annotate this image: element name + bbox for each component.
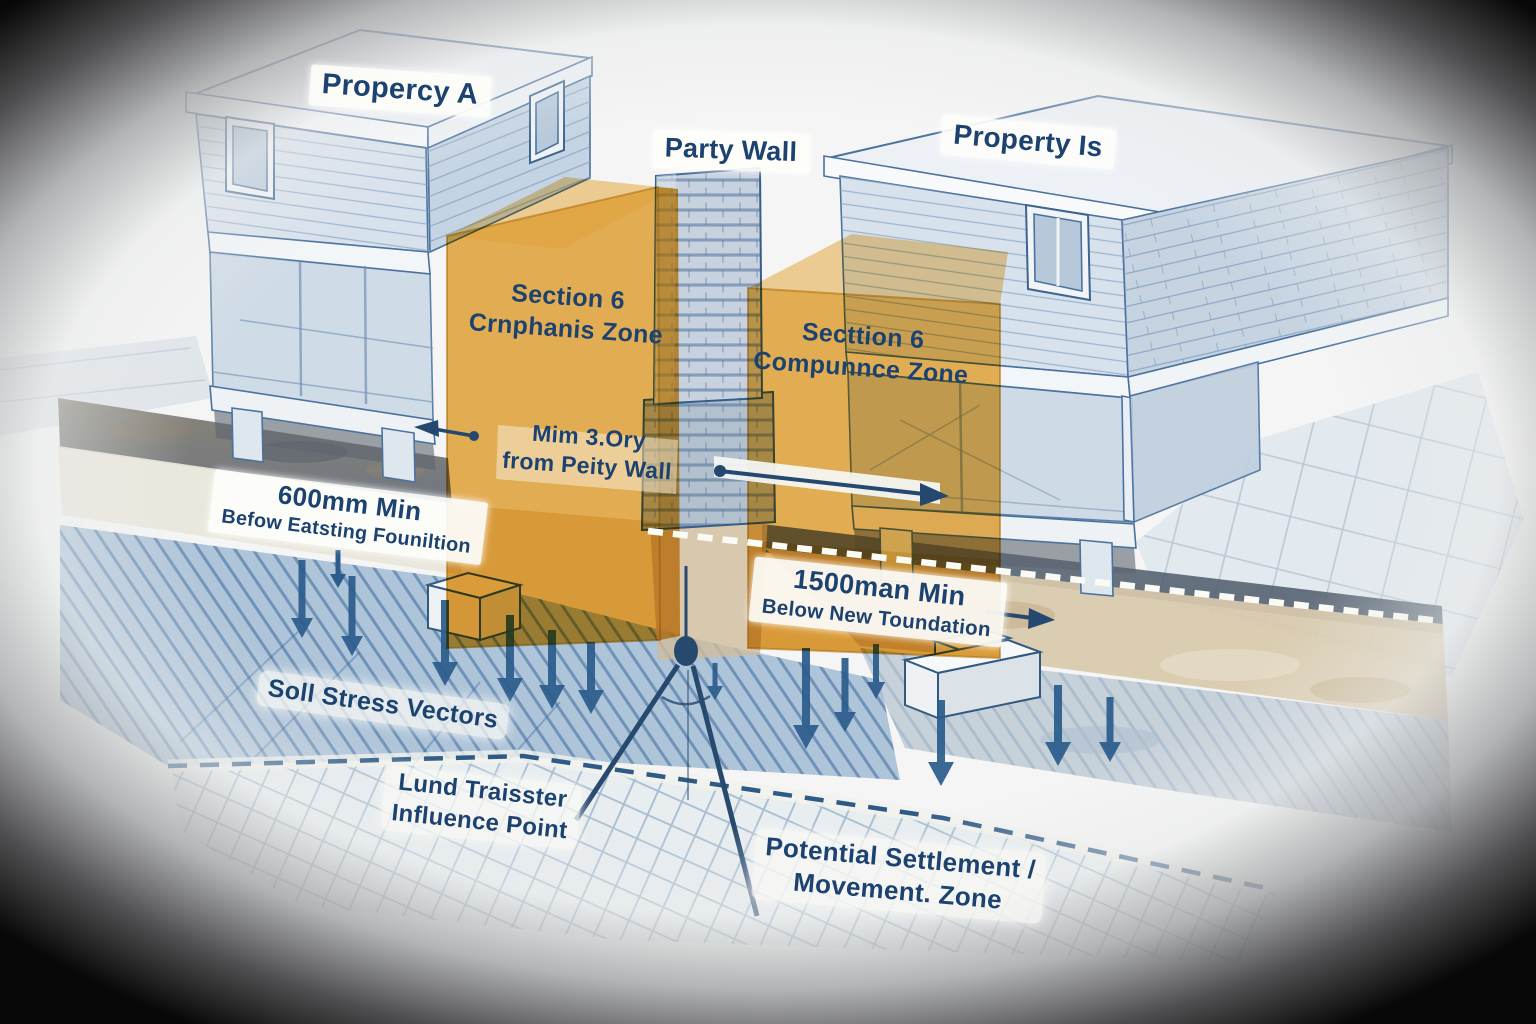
min-offset-label: Mim 3.Ory from Peity Wall: [501, 417, 674, 488]
left-building-front-window: [225, 115, 275, 201]
party-wall-label: Party Wall: [652, 129, 810, 173]
right-building-window: [1024, 203, 1092, 302]
compliance-zone-left: [446, 177, 680, 650]
min-offset-line1: Mim 3.Ory: [531, 419, 647, 454]
zone-left-line1: Section 6: [510, 279, 626, 315]
left-building-side-window: [529, 79, 565, 165]
compliance-zone-left-label: Section 6 Crnphanis Zone: [468, 274, 666, 351]
zone-right-line1: Secttion 6: [801, 317, 926, 355]
